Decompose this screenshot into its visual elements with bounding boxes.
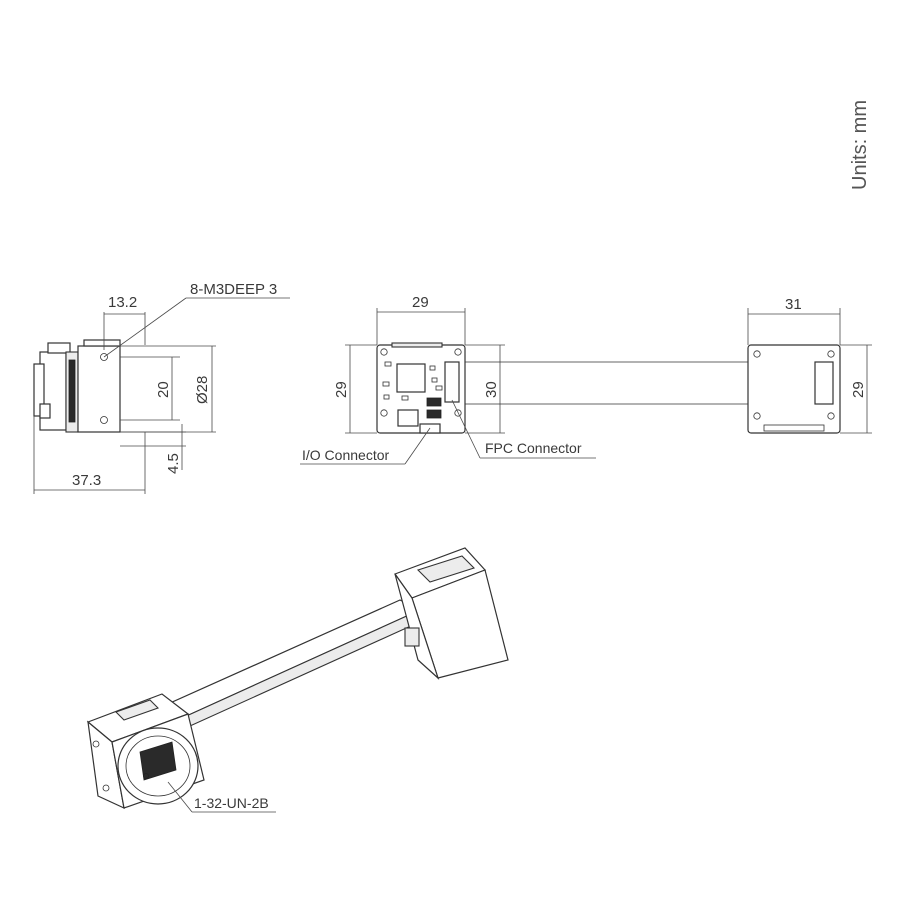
- side-view-hole-bottom: [100, 416, 108, 424]
- side-view: 13.2 8-M3DEEP 3 20 Ø28 4.5 37.3: [33, 281, 290, 494]
- side-view-connector-block: [33, 363, 45, 417]
- side-view-hole-top: [100, 353, 108, 361]
- side-view-lens-mount: [77, 345, 121, 433]
- dim-side-width-top: 13.2: [108, 294, 137, 311]
- label-io-connector: I/O Connector: [302, 447, 389, 463]
- side-view-mount-lip: [83, 339, 121, 347]
- callout-hole-spec: 8-M3DEEP 3: [190, 281, 277, 298]
- callout-thread-spec: 1-32-UN-2B: [194, 795, 269, 811]
- side-view-top-tab: [47, 342, 71, 354]
- dim-side-diameter: Ø28: [194, 376, 211, 404]
- side-view-lower-tab: [39, 403, 51, 419]
- remote-view: 31 29: [747, 296, 872, 434]
- label-fpc-connector: FPC Connector: [485, 440, 582, 456]
- dim-board-fpc-height: 30: [483, 381, 500, 398]
- fpc-connector: [444, 361, 460, 403]
- dim-board-height: 29: [333, 381, 350, 398]
- dim-side-hole-spacing: 20: [155, 381, 172, 398]
- board-top-edge: [391, 342, 443, 348]
- dim-side-length: 37.3: [72, 472, 101, 489]
- side-view-sensor: [68, 359, 76, 423]
- isometric-view: 1-32-UN-2B: [86, 547, 509, 813]
- dim-remote-width: 31: [785, 296, 802, 313]
- dim-remote-height: 29: [850, 381, 867, 398]
- iso-fpc-cable: [148, 599, 422, 719]
- board-main-chip: [396, 363, 426, 393]
- remote-fpc-socket: [814, 361, 834, 405]
- units-label: Units: mm: [849, 100, 871, 190]
- board-view: 29 29 30 I/O Connector FPC Connector: [300, 294, 815, 465]
- dim-side-offset: 4.5: [165, 453, 182, 474]
- iso-sensor: [139, 741, 177, 781]
- dim-board-width: 29: [412, 294, 429, 311]
